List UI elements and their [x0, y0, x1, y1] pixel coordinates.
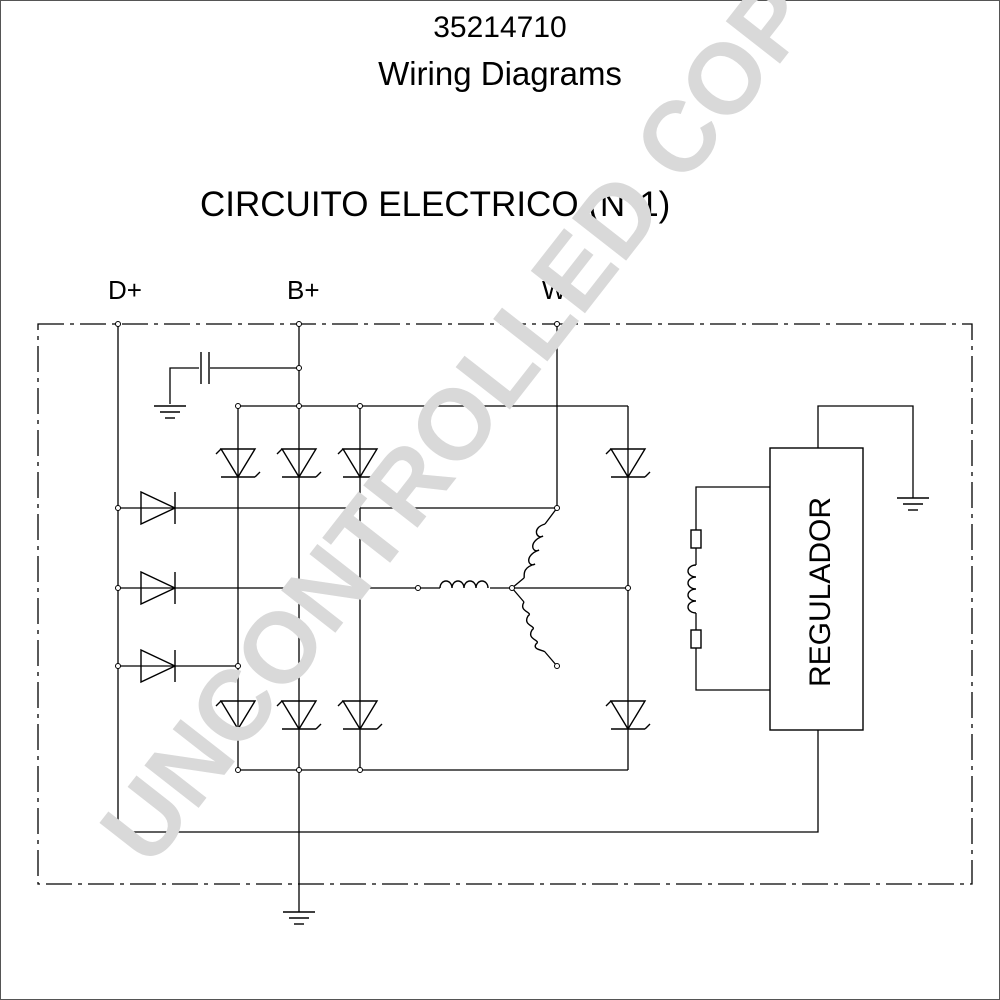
stator-winding-lower — [521, 601, 546, 653]
junction-dots — [115, 321, 631, 773]
brush-upper — [690, 529, 702, 549]
terminal-label-b-plus: B+ — [287, 275, 320, 305]
regulator-box — [769, 447, 864, 731]
capacitor — [200, 352, 210, 384]
terminal-label-w: W — [542, 275, 567, 305]
document-title: Wiring Diagrams — [378, 55, 622, 92]
regulator-label: REGULADOR — [804, 497, 837, 687]
alternator-housing-outline — [37, 323, 973, 885]
rotor-field-winding — [687, 529, 702, 649]
document-number: 35214710 — [433, 11, 567, 44]
ground-symbol-main — [282, 911, 316, 925]
brush-lower — [690, 629, 702, 649]
circuit-title: CIRCUITO ELECTRICO (N°1) — [200, 185, 671, 224]
ground-symbol-regulator — [896, 497, 930, 511]
stator-winding-upper — [523, 523, 546, 579]
ground-symbol-capacitor — [153, 405, 187, 419]
stator-winding-horizontal — [439, 580, 489, 589]
terminal-label-d-plus: D+ — [108, 275, 142, 305]
uncontrolled-copy-watermark: UNCONTROLLED COPY — [79, 0, 875, 884]
wiring — [117, 324, 914, 912]
